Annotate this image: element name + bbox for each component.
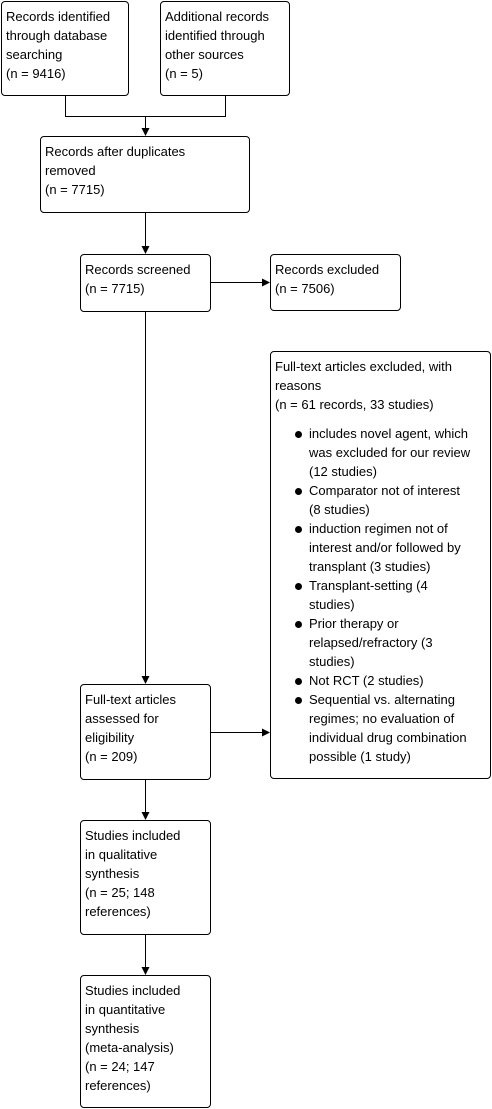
reason-line: Not RCT (2 studies) — [309, 673, 424, 688]
box-text-line: (n = 24; 147 — [85, 1059, 155, 1074]
box-text-line: through database — [6, 28, 108, 43]
bullet-icon — [295, 488, 302, 495]
box-text-line: references) — [85, 904, 151, 919]
reason-line: (8 studies) — [309, 502, 370, 517]
box-text-line: (n = 7715) — [85, 281, 145, 296]
box-text-line: reasons — [275, 378, 322, 393]
bullet-icon — [295, 621, 302, 628]
box-text-line: Records screened — [85, 262, 191, 277]
box-additional-records: Additional records identified through ot… — [160, 1, 290, 96]
box-text-line: in quantitative — [85, 1002, 166, 1017]
list-item: Transplant-setting (4 studies) — [295, 576, 486, 614]
box-text-line: (n = 209) — [85, 749, 138, 764]
bullet-icon — [295, 431, 302, 438]
box-text-line: other sources — [165, 47, 244, 62]
reason-line: individual drug combination — [309, 730, 467, 745]
box-records-screened: Records screened (n = 7715) — [80, 254, 211, 312]
box-text-line: Studies included — [85, 983, 181, 998]
box-text-line: synthesis — [85, 866, 140, 881]
box-text-line: Records identified — [6, 9, 111, 24]
box-text-line: identified through — [165, 28, 265, 43]
reason-line: Transplant-setting (4 — [309, 578, 428, 593]
bullet-icon — [295, 526, 302, 533]
box-text-line: assessed for — [85, 711, 159, 726]
list-item: induction regimen not of interest and/or… — [295, 519, 486, 576]
list-item: includes novel agent, which was excluded… — [295, 424, 486, 481]
box-text-line: Studies included — [85, 828, 181, 843]
reason-line: relapsed/refractory (3 — [309, 635, 433, 650]
box-text-line: Full-text articles — [85, 692, 177, 707]
reason-line: regimes; no evaluation of — [309, 711, 455, 726]
list-item: Comparator not of interest (8 studies) — [295, 481, 486, 519]
bullet-icon — [295, 583, 302, 590]
box-text-line: synthesis — [85, 1021, 140, 1036]
reason-line: transplant (3 studies) — [309, 559, 431, 574]
reason-line: possible (1 study) — [309, 749, 411, 764]
box-text-line: (meta-analysis) — [85, 1040, 174, 1055]
reason-line: studies) — [309, 654, 355, 669]
box-text-line: Records after duplicates — [45, 144, 186, 159]
reason-line: studies) — [309, 597, 355, 612]
box-text-line: (n = 9416) — [6, 66, 66, 81]
exclusion-reasons-list: includes novel agent, which was excluded… — [275, 424, 486, 766]
reason-line: induction regimen not of — [309, 521, 448, 536]
box-fulltext-excluded: Full-text articles excluded, with reason… — [270, 351, 491, 779]
box-records-identified-database: Records identified through database sear… — [1, 1, 129, 96]
box-fulltext-assessed: Full-text articles assessed for eligibil… — [80, 684, 211, 780]
box-quantitative-synthesis: Studies included in quantitative synthes… — [80, 975, 211, 1108]
reason-line: Sequential vs. alternating — [309, 692, 455, 707]
list-item: Prior therapy or relapsed/refractory (3 … — [295, 614, 486, 671]
box-text-line: (n = 7715) — [45, 182, 105, 197]
box-text-line: eligibility — [85, 730, 135, 745]
box-records-excluded: Records excluded (n = 7506) — [270, 254, 401, 311]
reason-line: (12 studies) — [309, 464, 377, 479]
box-text-line: removed — [45, 163, 96, 178]
box-text-line: (n = 61 records, 33 studies) — [275, 397, 434, 412]
bullet-icon — [295, 678, 302, 685]
box-text-line: searching — [6, 47, 63, 62]
box-text-line: (n = 7506) — [275, 281, 335, 296]
box-text-line: in qualitative — [85, 847, 158, 862]
list-item: Sequential vs. alternating regimes; no e… — [295, 690, 486, 766]
reason-line: Comparator not of interest — [309, 483, 461, 498]
reason-line: was excluded for our review — [309, 445, 471, 460]
box-qualitative-synthesis: Studies included in qualitative synthesi… — [80, 820, 211, 935]
reason-line: Prior therapy or — [309, 616, 399, 631]
box-text-line: Records excluded — [275, 262, 380, 277]
box-text-line: Full-text articles excluded, with — [275, 359, 453, 374]
box-after-duplicates: Records after duplicates removed (n = 77… — [40, 136, 250, 213]
box-text-line: Additional records — [165, 9, 270, 24]
box-text-line: (n = 25; 148 — [85, 885, 155, 900]
list-item: Not RCT (2 studies) — [295, 671, 486, 690]
reason-line: includes novel agent, which — [309, 426, 468, 441]
box-text-line: references) — [85, 1078, 151, 1093]
bullet-icon — [295, 697, 302, 704]
box-text-line: (n = 5) — [165, 66, 203, 81]
reason-line: interest and/or followed by — [309, 540, 461, 555]
